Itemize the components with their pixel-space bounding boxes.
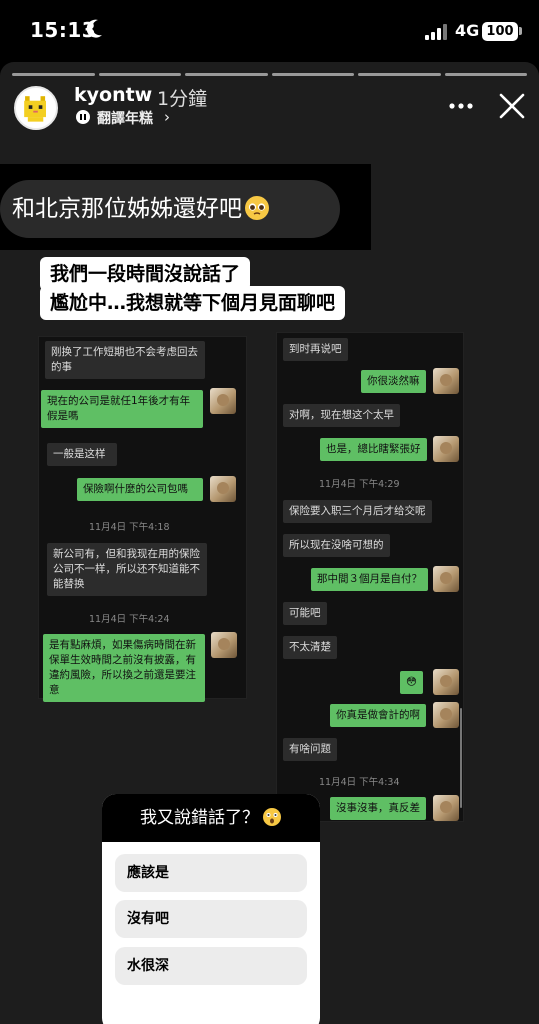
chat-timestamp: 11月4日 下午4:24 (89, 614, 170, 625)
network-type: 4G (455, 21, 480, 40)
chat-screenshot-left: 刚换了工作短期也不会考虑回去的事 現在的公司是就任1年後才有年假是嗎 一般是这样… (38, 336, 247, 702)
chat-message-in: 对啊，现在想这个太早 (283, 404, 400, 427)
chat-message-in: 保险要入职三个月后才给交呢 (283, 500, 432, 523)
avatar (210, 388, 236, 414)
chat-message-out: 保險啊什麼的公司包嗎 (77, 478, 203, 501)
chat-timestamp: 11月4日 下午4:18 (89, 522, 170, 533)
progress-segment (185, 73, 268, 76)
avatar (433, 702, 459, 728)
avatar (210, 476, 236, 502)
chat-timestamp: 11月4日 下午4:34 (319, 777, 400, 788)
status-time: 15:13 (30, 18, 97, 42)
progress-segment (98, 73, 181, 76)
status-bar: 15:13 4G 100 (0, 0, 539, 62)
chat-message-out: 也是，總比瞎緊張好 (320, 438, 427, 461)
progress-segment (358, 73, 441, 76)
story-time-ago: 1分鐘 (157, 88, 208, 110)
progress-segment (444, 73, 527, 76)
more-icon[interactable] (448, 102, 474, 110)
chat-message-out: 😳 (400, 671, 423, 694)
avatar (433, 795, 459, 821)
avatar (433, 669, 459, 695)
chat-timestamp: 11月4日 下午4:29 (319, 479, 400, 490)
poll-option-1[interactable]: 應該是 (115, 854, 307, 892)
chat-message-in: 可能吧 (283, 602, 327, 625)
moon-icon (86, 19, 102, 38)
chat-message-out: 現在的公司是就任1年後才有年假是嗎 (41, 390, 203, 428)
chat-message-in: 到时再说吧 (283, 338, 348, 361)
astonished-face-emoji-icon (263, 808, 281, 826)
story-progress-bar (12, 73, 527, 76)
chat-screenshot-right: 到时再说吧 你很淡然嘛 对啊，现在想这个太早 也是，總比瞎緊張好 11月4日 下… (276, 332, 464, 822)
chat-message-out: 你很淡然嘛 (361, 370, 426, 393)
progress-segment (12, 73, 95, 76)
story-username[interactable]: kyontw (74, 84, 153, 106)
caption-line-1: 我們一段時間沒說話了 (40, 257, 251, 291)
story-song-name[interactable]: 翻譯年糕 (97, 111, 153, 127)
avatar (433, 368, 459, 394)
poll-question-text: 我又說錯話了？ (140, 808, 259, 828)
close-icon[interactable] (498, 92, 526, 120)
poll-option-2[interactable]: 沒有吧 (115, 900, 307, 938)
chat-message-in: 不太清楚 (283, 636, 337, 659)
question-text: 和北京那位姊姊還好吧 (12, 196, 242, 222)
pleading-face-emoji-icon (245, 196, 269, 220)
music-icon[interactable] (75, 109, 91, 125)
story-view[interactable]: kyontw 1分鐘 翻譯年糕 › 和北京那位姊姊還好吧 (0, 62, 539, 1024)
poll-question: 我又說錯話了？ (102, 794, 320, 842)
pixel-cat-avatar-icon (16, 88, 56, 128)
chat-message-in: 新公司有，但和我现在用的保险公司不一样，所以还不知道能不能替换 (47, 543, 207, 596)
chat-message-out: 那中間３個月是自付？ (311, 568, 428, 591)
chat-message-in: 刚换了工作短期也不会考虑回去的事 (45, 341, 205, 379)
chat-message-in: 一般是这样 (47, 443, 117, 466)
chat-message-in: 有啥问题 (283, 738, 337, 761)
progress-segment (271, 73, 354, 76)
avatar (433, 566, 459, 592)
signal-icon (425, 24, 447, 40)
avatar (433, 436, 459, 462)
chat-message-in: 所以现在没啥可想的 (283, 534, 390, 557)
question-bubble: 和北京那位姊姊還好吧 (0, 180, 340, 238)
chat-message-out: 是有點麻煩，如果傷病時間在新保單生效時間之前沒有披露，有違約風險，所以換之前還是… (43, 634, 205, 702)
avatar[interactable] (14, 86, 58, 130)
battery-nub (519, 27, 522, 35)
chat-scrollbar (460, 708, 462, 808)
poll-sticker: 我又說錯話了？ 應該是 沒有吧 水很深 (102, 794, 320, 1024)
chevron-right-icon[interactable]: › (164, 108, 170, 126)
poll-option-3[interactable]: 水很深 (115, 947, 307, 985)
caption-line-2: 尷尬中…我想就等下個月見面聊吧 (40, 286, 346, 320)
avatar (211, 632, 237, 658)
chat-message-out: 你真是做會計的啊 (330, 704, 426, 727)
chat-message-out: 沒事沒事，真反差 (330, 797, 426, 820)
battery-indicator: 100 (482, 22, 518, 41)
